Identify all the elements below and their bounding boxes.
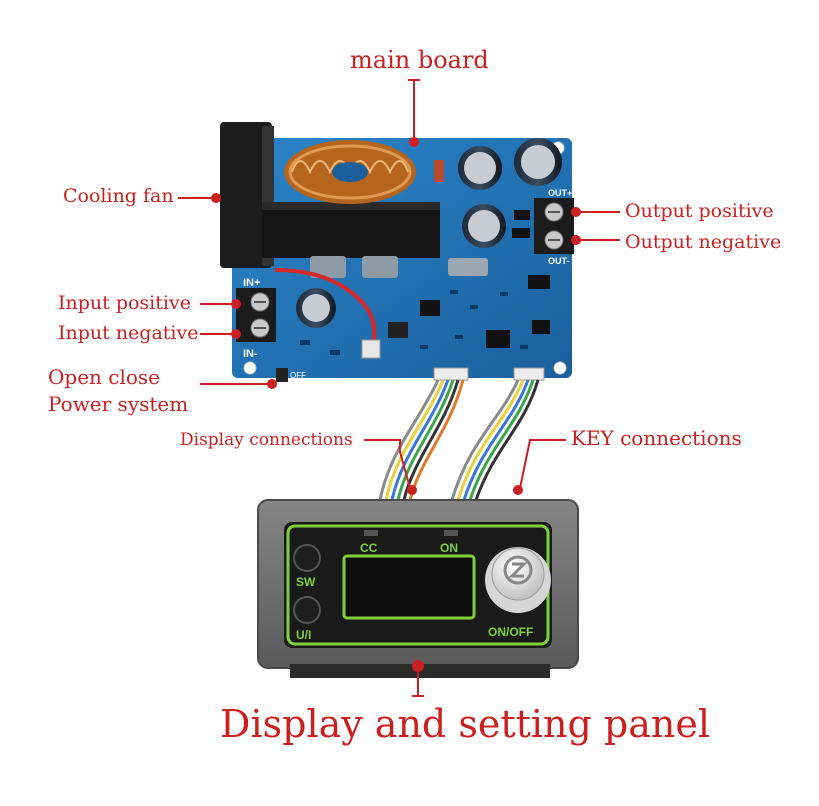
input-positive-label: Input positive xyxy=(58,292,191,314)
in-minus-silkscreen: IN- xyxy=(243,348,258,360)
inductor-coil xyxy=(284,140,416,204)
cooling-fan xyxy=(220,122,272,268)
on-label: ON xyxy=(440,541,458,555)
display-panel-label: Display and setting panel xyxy=(220,702,710,746)
input-terminal xyxy=(236,288,276,342)
smd-parts xyxy=(300,290,528,355)
in-plus-silkscreen: IN+ xyxy=(243,277,260,289)
out-plus-silkscreen: OUT+ xyxy=(548,188,572,198)
output-negative-label: Output negative xyxy=(625,231,782,253)
display-panel xyxy=(257,499,579,678)
power-switch-label-line2: Power system xyxy=(48,392,189,416)
power-switch xyxy=(276,368,288,382)
main-board-label: main board xyxy=(350,46,489,74)
ui-button xyxy=(293,596,321,624)
mosfets xyxy=(310,256,488,278)
key-wire-bundle xyxy=(450,379,540,501)
mount-hole xyxy=(243,361,257,375)
input-negative-label: Input negative xyxy=(58,322,199,344)
capacitors xyxy=(296,138,562,328)
sw-label: SW xyxy=(296,575,316,589)
rotary-knob xyxy=(485,547,551,613)
ics xyxy=(388,210,550,348)
mount-hole xyxy=(553,361,567,375)
output-positive-label: Output positive xyxy=(625,200,774,222)
heatsink xyxy=(262,202,440,258)
key-connections-label: KEY connections xyxy=(571,426,742,450)
display-connector xyxy=(433,367,469,381)
off-silkscreen: OFF xyxy=(290,371,306,380)
pointer-lines xyxy=(178,79,620,697)
heatsink-ridge xyxy=(262,202,440,210)
ui-label: U/I xyxy=(296,628,311,642)
on-led xyxy=(444,530,458,536)
cc-led xyxy=(364,530,378,536)
on-off-label: ON/OFF xyxy=(488,625,533,639)
out-minus-silkscreen: OUT- xyxy=(548,256,570,266)
lcd-screen xyxy=(342,554,476,620)
internal-red-wire xyxy=(274,268,377,349)
tantalum-cap xyxy=(434,160,444,182)
panel-pointer-dot xyxy=(412,660,424,672)
key-connector xyxy=(513,367,545,381)
cc-label: CC xyxy=(360,541,378,555)
display-wire-bundle xyxy=(378,379,465,501)
output-terminal xyxy=(534,198,574,254)
main-board: IN+ IN- OUT+ OUT- OFF xyxy=(220,122,574,382)
display-connections-label: Display connections xyxy=(180,430,353,450)
power-switch-label-line1: Open close xyxy=(48,365,161,389)
cooling-fan-label: Cooling fan xyxy=(63,185,174,207)
sw-button xyxy=(293,544,321,572)
